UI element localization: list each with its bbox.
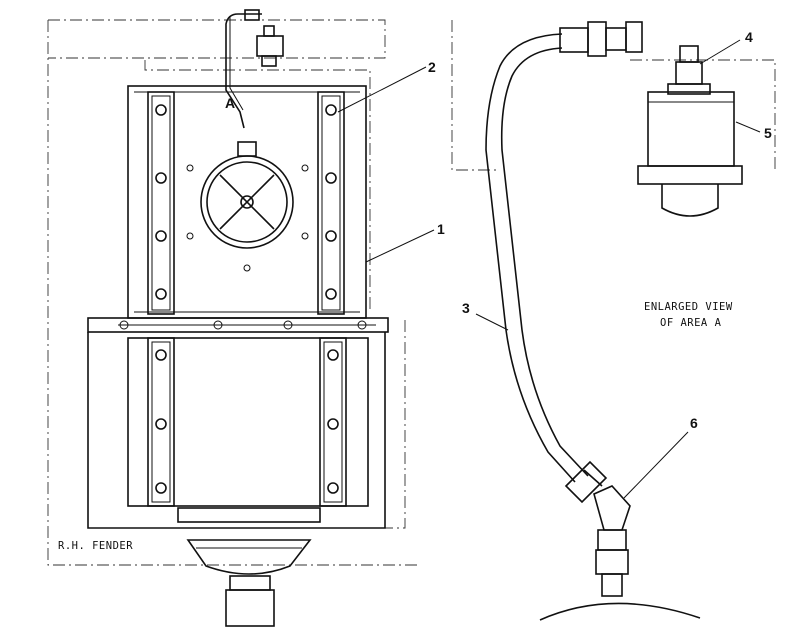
top-tube-fitting: [225, 9, 284, 129]
callout-4: 4: [745, 29, 753, 45]
callout-3: 3: [462, 300, 470, 316]
enlarged-breather: [637, 45, 743, 217]
enlarged-view-caption-line1: ENLARGED VIEW: [644, 301, 733, 313]
leader-lines-left: [337, 66, 435, 263]
callout-2: 2: [428, 59, 436, 75]
hose-assembly: [451, 20, 776, 621]
clamp-band: [87, 317, 389, 333]
callout-1: 1: [437, 221, 445, 237]
fender-outline: [47, 19, 420, 566]
lower-housing: [87, 332, 386, 529]
callout-5: 5: [764, 125, 772, 141]
fender-label: R.H. FENDER: [58, 540, 134, 552]
callout-6: 6: [690, 415, 698, 431]
drain-funnel: [186, 539, 312, 627]
enlarged-view-caption-line2: OF AREA A: [660, 317, 722, 329]
leader-lines-right: [475, 39, 761, 499]
upper-mount-plate: [127, 85, 367, 319]
area-marker-a: A: [225, 95, 236, 111]
breather-element: [200, 141, 294, 249]
